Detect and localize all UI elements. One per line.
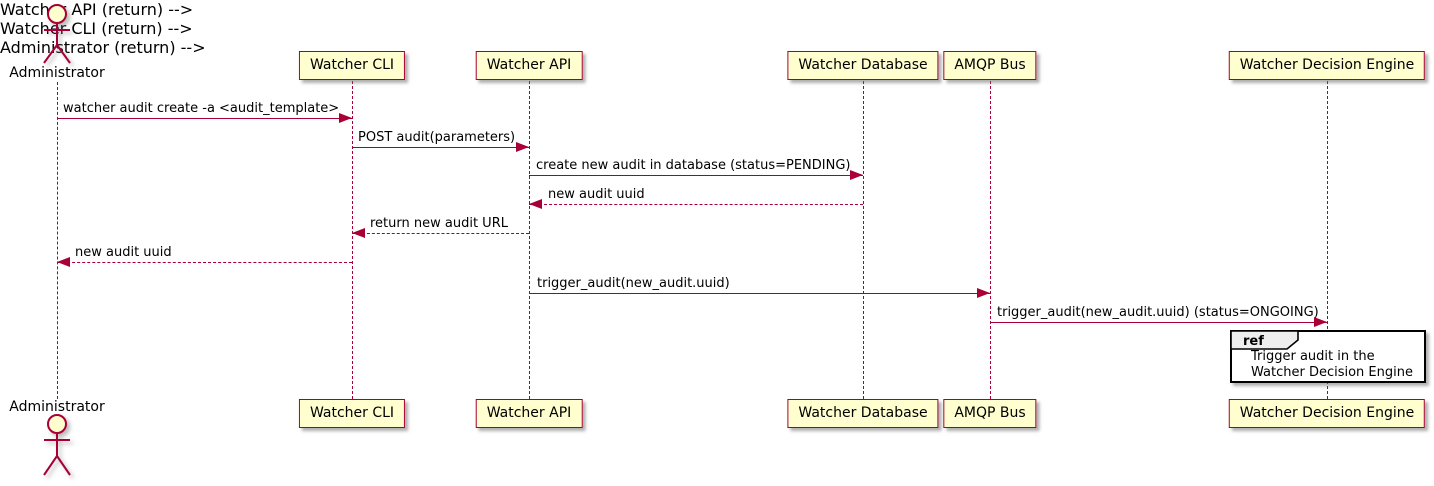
message-line xyxy=(352,147,529,148)
participant-box-watcher-database-top: Watcher Database xyxy=(787,51,939,80)
message-line xyxy=(529,293,990,294)
message-label: POST audit(parameters) xyxy=(358,130,516,145)
lifeline-watcher-database xyxy=(863,81,864,399)
message-line xyxy=(529,175,863,176)
participant-box-watcher-api-top: Watcher API xyxy=(475,51,583,80)
actor-stick-figure-icon xyxy=(43,414,71,476)
ref-text-line: Trigger audit in the xyxy=(1251,349,1375,364)
message-line xyxy=(57,118,352,119)
arrowhead-left-icon xyxy=(529,199,542,209)
arrowhead-right-icon xyxy=(516,142,529,152)
lifeline-watcher-api xyxy=(529,81,530,399)
participant-box-watcher-decision-engine-bottom: Watcher Decision Engine xyxy=(1228,399,1426,428)
actor-label-administrator-bottom: Administrator xyxy=(9,399,105,415)
actor-stick-figure-icon xyxy=(43,4,71,64)
ref-header-pentagon-icon xyxy=(1230,330,1299,350)
arrowhead-right-icon xyxy=(339,113,352,123)
message-line xyxy=(57,262,352,263)
lifeline-amqp-bus xyxy=(990,81,991,399)
message-line xyxy=(529,204,863,205)
arrowhead-right-icon xyxy=(977,288,990,298)
arrowhead-right-icon xyxy=(850,170,863,180)
message-label: new audit uuid xyxy=(548,187,645,202)
actor-label-administrator-top: Administrator xyxy=(9,65,105,81)
message-label: return new audit URL xyxy=(370,216,508,231)
arrowhead-left-icon xyxy=(57,257,70,267)
ref-keyword: ref xyxy=(1243,334,1264,349)
participant-box-watcher-api-bottom: Watcher API xyxy=(475,399,583,428)
participant-box-watcher-cli-top: Watcher CLI xyxy=(298,51,406,80)
lifeline-watcher-cli xyxy=(352,81,353,399)
message-label: trigger_audit(new_audit.uuid) (status=ON… xyxy=(997,305,1319,320)
participant-box-watcher-cli-bottom: Watcher CLI xyxy=(298,399,406,428)
message-label: trigger_audit(new_audit.uuid) xyxy=(537,276,730,291)
message-label: create new audit in database (status=PEN… xyxy=(536,158,851,173)
arrowhead-right-icon xyxy=(1314,317,1327,327)
message-line xyxy=(352,233,529,234)
ref-text: Trigger audit in the Watcher Decision En… xyxy=(1251,349,1413,381)
participant-box-amqp-bus-bottom: AMQP Bus xyxy=(943,399,1037,428)
arrowhead-left-icon xyxy=(352,228,365,238)
ref-fragment: ref Trigger audit in the Watcher Decisio… xyxy=(1230,330,1426,383)
lifeline-administrator xyxy=(57,82,58,399)
message-line xyxy=(990,322,1327,323)
message-label: new audit uuid xyxy=(75,245,172,260)
participant-box-watcher-decision-engine-top: Watcher Decision Engine xyxy=(1228,51,1426,80)
lifeline-watcher-decision-engine xyxy=(1327,81,1328,399)
message-label: watcher audit create -a <audit_template> xyxy=(63,101,340,116)
participant-box-watcher-database-bottom: Watcher Database xyxy=(787,399,939,428)
participant-box-amqp-bus-top: AMQP Bus xyxy=(943,51,1037,80)
ref-text-line: Watcher Decision Engine xyxy=(1251,365,1413,380)
